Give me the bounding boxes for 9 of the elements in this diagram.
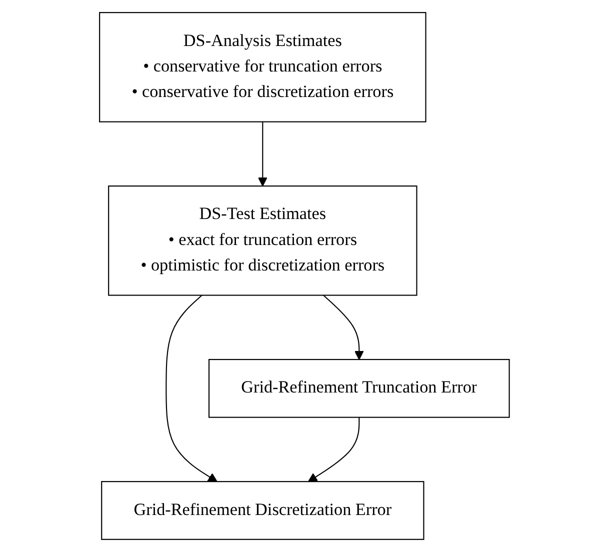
arrow [258,122,267,186]
node-box [208,358,510,418]
arrow [165,294,217,482]
arrow [322,294,364,360]
node-box [98,12,426,122]
arrow [308,417,360,482]
flowchart-drawing: DS-Analysis Estimates • conservative for truncation errors • conservative for discretization errors DS-Test Estimates • exact for truncation errors • optimistic for discretization errors Grid-Refinement Truncation Error Grid-Refinement Discretization Error [90,4,518,548]
node-box [100,481,424,540]
node-box [108,186,417,296]
